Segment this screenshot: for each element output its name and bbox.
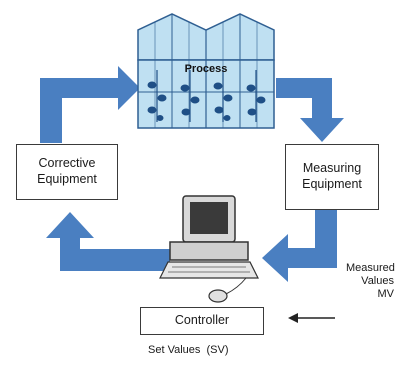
set-values-label: Set Values (SV) (148, 344, 229, 356)
plant-icon (180, 70, 200, 122)
mv-arrow (288, 313, 335, 323)
measuring-equipment-box: Measuring Equipment (285, 144, 379, 210)
arrow-up-to-corrective (46, 212, 94, 271)
computer-icon (159, 195, 259, 279)
plants (147, 70, 266, 122)
corrective-equipment-box: Corrective Equipment (16, 144, 118, 200)
corrective-equipment-label: Corrective Equipment (37, 156, 97, 186)
flow-arrows (40, 66, 344, 282)
controller-box: Controller (140, 307, 264, 335)
measured-values-line1: Measured (346, 262, 395, 274)
measured-values-line2: Values (361, 275, 394, 288)
arrow-into-process (40, 66, 140, 110)
measuring-equipment-label: Measuring Equipment (302, 161, 362, 191)
measured-values-line3: MV (377, 288, 395, 301)
arrow-into-controller (262, 234, 337, 282)
arrow-bottom-left (60, 249, 170, 271)
plant-icon (213, 70, 233, 122)
arrow-left-vertical (40, 87, 62, 143)
mouse-icon (208, 277, 247, 303)
arrow-down-to-measuring (300, 78, 344, 142)
plant-icon (246, 70, 266, 122)
measured-values-label: Measured Values MV (346, 262, 395, 302)
process-label: Process (185, 63, 228, 75)
controller-label: Controller (174, 313, 230, 328)
plant-icon (147, 70, 167, 122)
